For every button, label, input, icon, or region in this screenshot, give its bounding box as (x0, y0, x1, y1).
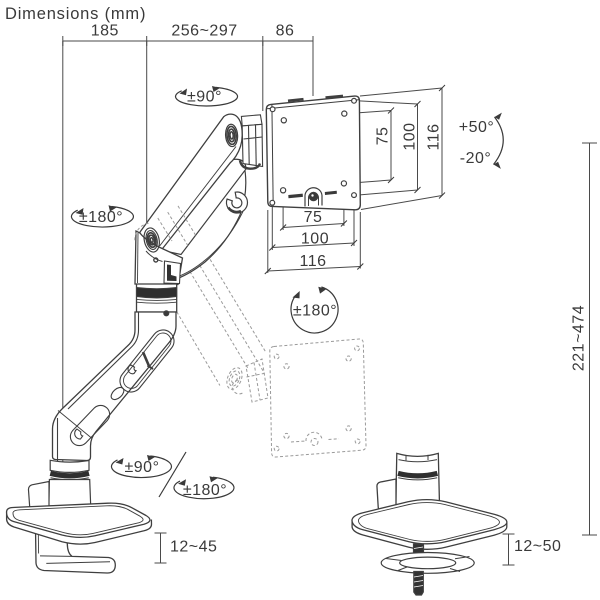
svg-text:±90°: ±90° (187, 89, 222, 106)
svg-text:12~50: 12~50 (514, 538, 561, 555)
svg-text:-20°: -20° (460, 150, 492, 167)
svg-text:185: 185 (91, 23, 119, 40)
svg-text:75: 75 (304, 209, 323, 226)
svg-text:Dimensions (mm): Dimensions (mm) (5, 5, 146, 23)
svg-text:±90°: ±90° (125, 459, 160, 476)
svg-text:±180°: ±180° (293, 303, 337, 320)
svg-text:256~297: 256~297 (171, 23, 237, 40)
svg-text:75: 75 (375, 127, 392, 146)
svg-text:86: 86 (276, 23, 295, 40)
svg-text:116: 116 (299, 253, 326, 270)
svg-text:12~45: 12~45 (170, 539, 217, 556)
svg-text:±180°: ±180° (183, 482, 227, 499)
svg-text:100: 100 (301, 231, 329, 248)
svg-text:100: 100 (402, 122, 419, 150)
svg-text:±180°: ±180° (79, 209, 123, 226)
svg-text:221~474: 221~474 (571, 305, 588, 371)
svg-text:+50°: +50° (459, 119, 495, 136)
svg-text:116: 116 (426, 123, 443, 150)
